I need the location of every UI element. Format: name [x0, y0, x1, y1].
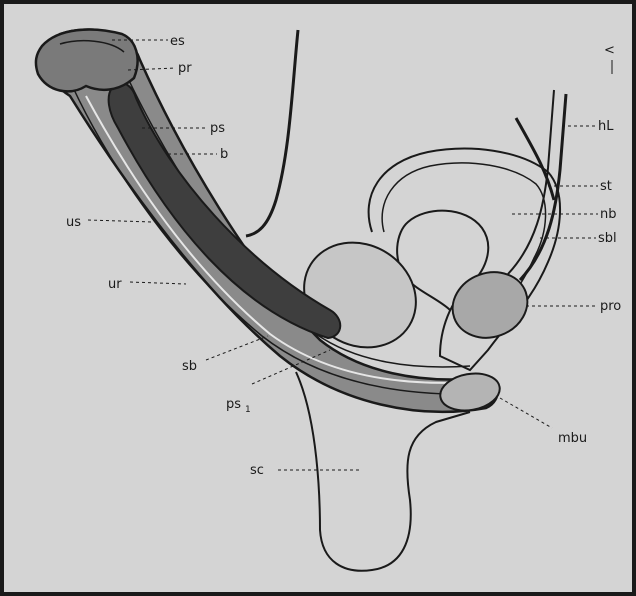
label-mbu: mbu — [558, 431, 587, 446]
leader-ur — [130, 282, 186, 284]
leader-us — [88, 220, 152, 222]
rectum-wall-outer — [520, 94, 566, 280]
label-hl: hL — [598, 119, 614, 134]
label-ps: ps — [210, 121, 225, 136]
label-pro: pro — [600, 299, 621, 314]
glans — [36, 30, 138, 92]
label-st: st — [600, 179, 612, 194]
anatomy-diagram: es pr ps b us ur sb ps 1 sc hL st nb sbl… — [4, 4, 632, 592]
label-sb: sb — [182, 359, 197, 374]
leader-sb — [206, 336, 268, 360]
label-ps1: ps — [226, 397, 241, 412]
label-sbl: sbl — [598, 231, 617, 246]
label-pr: pr — [178, 61, 192, 76]
label-b: b — [220, 147, 228, 162]
label-sc: sc — [250, 463, 264, 478]
label-nb: nb — [600, 207, 617, 222]
label-ur: ur — [108, 277, 122, 292]
label-us: us — [66, 215, 81, 230]
leader-mbu — [500, 398, 552, 428]
label-corner-mark: < — [604, 43, 615, 58]
label-ps1-subscript: 1 — [245, 405, 251, 415]
label-es: es — [170, 34, 185, 49]
abdominal-wall-line — [246, 30, 298, 236]
